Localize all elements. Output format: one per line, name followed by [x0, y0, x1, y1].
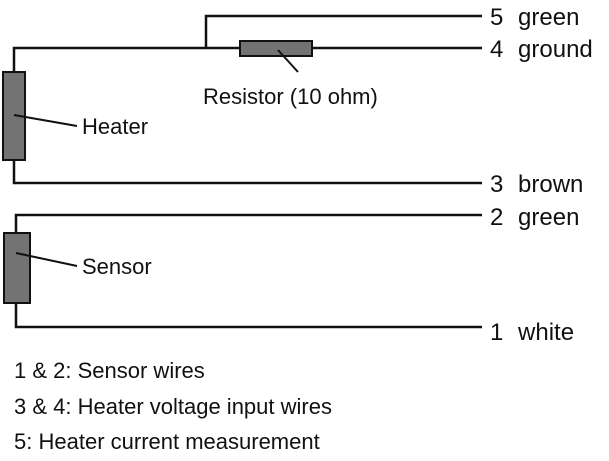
- legend-item: 5: Heater current measurement: [14, 429, 320, 454]
- wire-3-label: 3 brown: [490, 171, 583, 198]
- legend-text: Heater current measurement: [38, 429, 319, 454]
- legend: 1 & 2: Sensor wires 3 & 4: Heater voltag…: [14, 358, 332, 454]
- sensor-label: Sensor: [82, 254, 152, 279]
- wire-1-label: 1 white: [490, 319, 574, 346]
- wire-4-name: ground: [518, 36, 593, 63]
- wire-labels: 5 green 4 ground 3 brown 2 green 1 white: [490, 4, 593, 346]
- heater-circuit: [12, 14, 482, 185]
- wire-3-name: brown: [518, 171, 583, 198]
- sensor-circuit: [14, 213, 482, 329]
- wire-4-line: [12, 46, 482, 72]
- resistor-element: [239, 40, 313, 57]
- wire-2-label: 2 green: [490, 204, 579, 231]
- resistor-label: Resistor (10 ohm): [203, 84, 378, 109]
- legend-item: 1 & 2: Sensor wires: [14, 358, 205, 383]
- heater-leader-line: [13, 114, 78, 127]
- wire-5-label: 5 green: [490, 4, 579, 31]
- heater-label: Heater: [82, 114, 148, 139]
- wire-5-line: [204, 14, 482, 48]
- wire-4-number: 4: [490, 36, 503, 63]
- sensor-leader-line: [15, 252, 78, 267]
- resistor-leader-line: [277, 49, 299, 73]
- wire-5-name: green: [518, 4, 579, 31]
- legend-key: 5: [14, 429, 26, 454]
- sensor-element: [3, 232, 31, 304]
- wire-4-label: 4 ground: [490, 36, 593, 63]
- wire-1-name: white: [517, 319, 574, 346]
- wire-5-number: 5: [490, 4, 503, 31]
- wire-3-line: [12, 160, 482, 185]
- wire-3-number: 3: [490, 171, 503, 198]
- wire-2-number: 2: [490, 204, 503, 231]
- wire-1-line: [14, 303, 482, 329]
- legend-text: Heater voltage input wires: [78, 394, 332, 419]
- legend-text: Sensor wires: [78, 358, 205, 383]
- legend-item: 3 & 4: Heater voltage input wires: [14, 394, 332, 419]
- legend-key: 3 & 4: [14, 394, 65, 419]
- wire-1-number: 1: [490, 319, 503, 346]
- legend-key: 1 & 2: [14, 358, 65, 383]
- wire-2-name: green: [518, 204, 579, 231]
- wire-2-line: [14, 213, 482, 233]
